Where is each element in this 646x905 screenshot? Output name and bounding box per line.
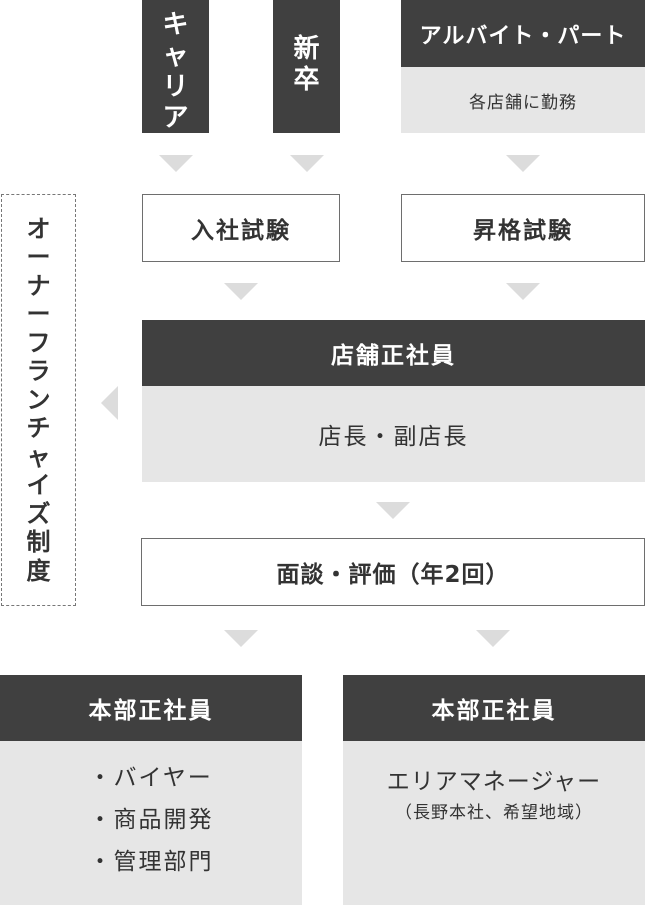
hq-right-role: エリアマネージャー <box>386 769 602 795</box>
franchise-char: オ <box>26 214 51 243</box>
list-item: ・商品開発 <box>88 807 214 833</box>
hq-right-title: 本部正社員 <box>431 698 557 724</box>
hq-left-body: ・バイヤー ・商品開発 ・管理部門 <box>0 741 302 905</box>
arrow-left-icon <box>101 386 118 420</box>
entrance-exam-label: 入社試験 <box>191 218 291 244</box>
arrow-down-icon <box>476 630 510 647</box>
franchise-char: ー <box>26 243 51 272</box>
parttime-header: アルバイト・パート <box>401 0 645 67</box>
review-box: 面談・評価（年2回） <box>141 538 645 606</box>
store-roles: 店長・副店長 <box>318 424 469 450</box>
franchise-text: オ ー ナ ー フ ラ ン チ ャ イ ズ 制 度 <box>27 215 51 586</box>
arrow-down-icon <box>506 155 540 172</box>
review-label: 面談・評価（年2回） <box>276 562 510 588</box>
franchise-char: ー <box>26 300 51 329</box>
career-box: キ ャ リ ア <box>142 0 209 133</box>
arrow-down-icon <box>224 283 258 300</box>
career-char: キ <box>162 10 189 40</box>
promotion-exam-box: 昇格試験 <box>401 194 645 262</box>
entrance-exam-box: 入社試験 <box>142 194 340 262</box>
newgrad-box: 新 卒 <box>273 0 340 133</box>
franchise-char: ナ <box>26 271 51 300</box>
franchise-char: イ <box>26 471 51 500</box>
list-item: ・バイヤー <box>88 765 213 791</box>
career-char: ャ <box>162 41 189 71</box>
store-staff-body: 店長・副店長 <box>142 386 645 482</box>
franchise-char: ン <box>26 385 51 414</box>
store-staff-title: 店舗正社員 <box>331 343 456 369</box>
hq-right-note: （長野本社、希望地域） <box>395 803 593 823</box>
franchise-char: ズ <box>26 499 51 528</box>
hq-left-list: ・バイヤー ・商品開発 ・管理部門 <box>89 757 214 883</box>
franchise-char: ャ <box>26 442 51 471</box>
list-item: ・管理部門 <box>88 849 214 875</box>
arrow-down-icon <box>290 155 324 172</box>
franchise-char: 度 <box>26 556 51 585</box>
career-char: ア <box>162 103 189 133</box>
parttime-sub: 各店舗に勤務 <box>469 92 577 113</box>
parttime-body: 各店舗に勤務 <box>401 67 645 133</box>
hq-right-header: 本部正社員 <box>343 675 645 741</box>
franchise-char: チ <box>26 414 51 443</box>
promotion-exam-label: 昇格試験 <box>473 218 573 244</box>
franchise-box: オ ー ナ ー フ ラ ン チ ャ イ ズ 制 度 <box>1 194 76 606</box>
franchise-char: ラ <box>26 357 51 386</box>
newgrad-char: 卒 <box>293 65 320 95</box>
hq-left-title: 本部正社員 <box>88 698 214 724</box>
arrow-down-icon <box>376 502 410 519</box>
franchise-char: フ <box>26 328 51 357</box>
hq-right-body: エリアマネージャー （長野本社、希望地域） <box>343 741 645 905</box>
store-staff-header: 店舗正社員 <box>142 320 645 386</box>
career-char: リ <box>162 72 189 102</box>
arrow-down-icon <box>224 630 258 647</box>
parttime-title: アルバイト・パート <box>419 23 627 49</box>
franchise-char: 制 <box>26 528 51 557</box>
hq-left-header: 本部正社員 <box>0 675 302 741</box>
newgrad-char: 新 <box>293 34 320 64</box>
arrow-down-icon <box>506 283 540 300</box>
arrow-down-icon <box>159 155 193 172</box>
